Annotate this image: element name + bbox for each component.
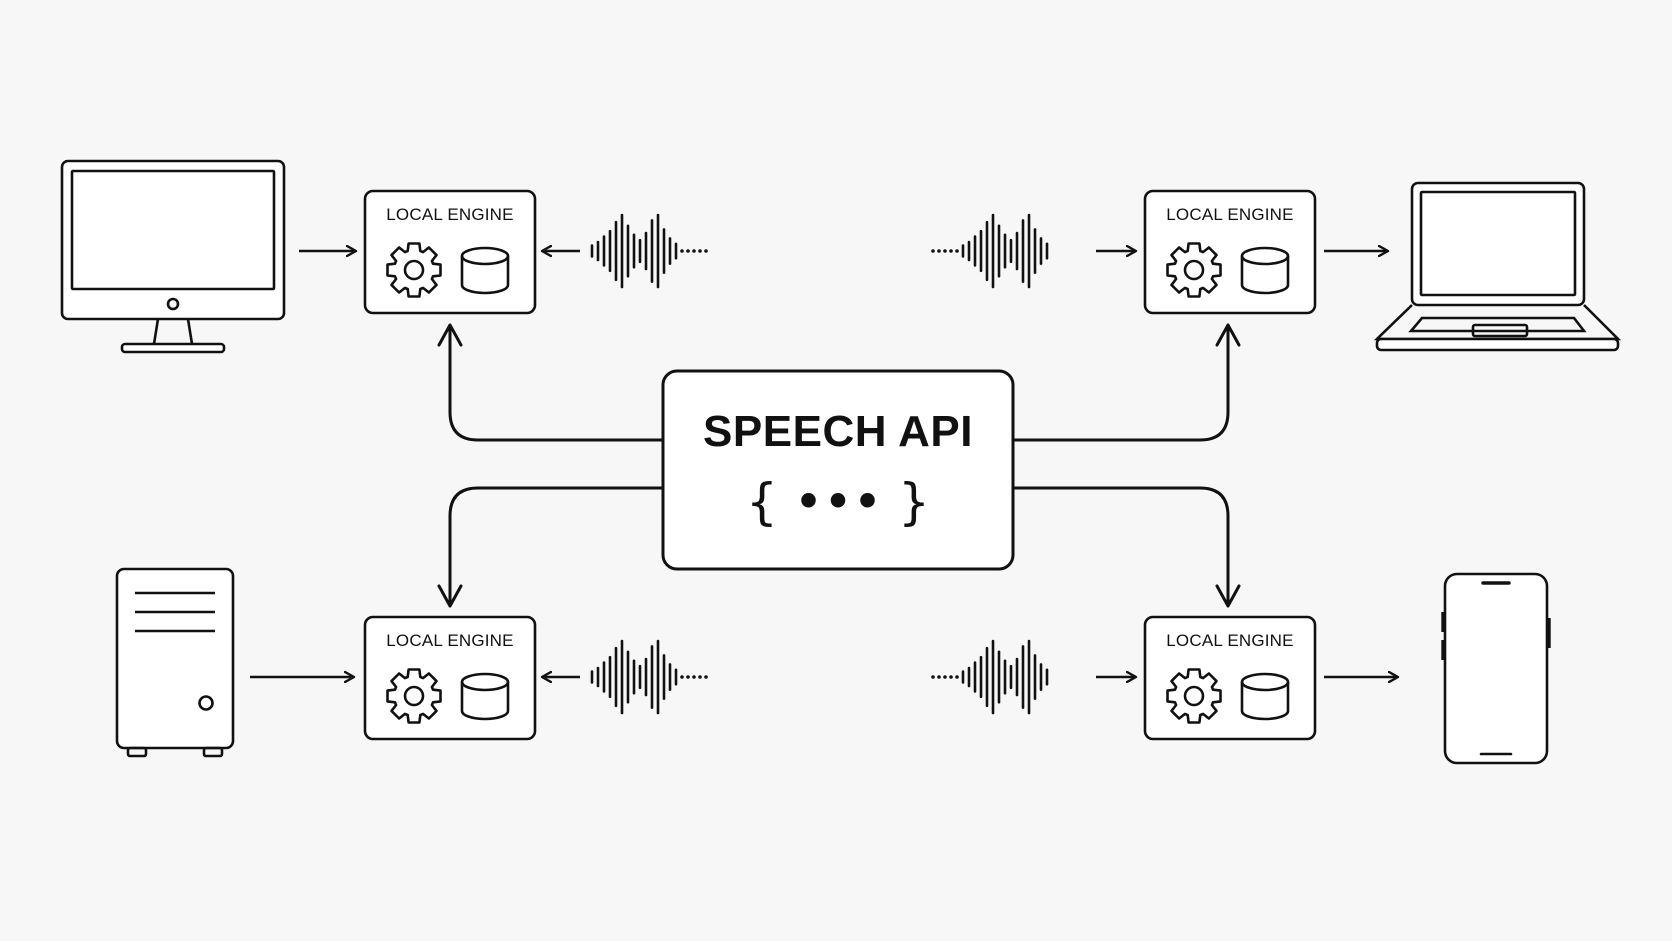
- wave-dot: [686, 249, 690, 253]
- local-engine-top-right: [1143, 189, 1317, 315]
- local-engine-label: LOCAL ENGINE: [1166, 205, 1294, 224]
- local-engine-label: LOCAL ENGINE: [1166, 631, 1294, 650]
- wave-dot: [680, 249, 684, 253]
- wave-dot: [943, 249, 947, 253]
- sound-wave-icon: [590, 639, 708, 715]
- speech-api-title: SPEECH API: [703, 407, 973, 456]
- wave-dot: [686, 675, 690, 679]
- gear-icon: [1166, 668, 1222, 724]
- connector-api-bottom-right: [1013, 486, 1241, 608]
- local-engine-label: LOCAL ENGINE: [386, 631, 514, 650]
- engine-box: [363, 189, 537, 315]
- wave-dot: [704, 675, 708, 679]
- code-braces-icon: { ••• }: [746, 473, 930, 531]
- gear-icon: [386, 668, 442, 724]
- engine-box: [363, 615, 537, 741]
- wave-dot: [680, 675, 684, 679]
- engine-box: [1143, 189, 1317, 315]
- server-tower-icon: [115, 567, 235, 758]
- wave-dot: [931, 249, 935, 253]
- engine-box: [1143, 615, 1317, 741]
- sound-wave-icon: [931, 639, 1049, 715]
- wave-dot: [937, 675, 941, 679]
- wave-dot: [704, 249, 708, 253]
- local-engine-label: LOCAL ENGINE: [386, 205, 514, 224]
- database-icon: [460, 672, 510, 721]
- local-engine-top-left: [363, 189, 537, 315]
- local-engine-bottom-left: [363, 615, 537, 741]
- wave-dot: [931, 675, 935, 679]
- wave-dot: [955, 249, 959, 253]
- wave-dot: [698, 675, 702, 679]
- speech-api-box: [661, 369, 1015, 571]
- wave-dot: [949, 675, 953, 679]
- wave-dot: [937, 249, 941, 253]
- connector-api-top-left: [437, 323, 663, 442]
- wave-dot: [692, 249, 696, 253]
- wave-dot: [949, 249, 953, 253]
- connector-api-top-right: [1013, 323, 1241, 442]
- database-icon: [460, 246, 510, 295]
- wave-dot: [698, 249, 702, 253]
- wave-dot: [692, 675, 696, 679]
- smartphone-icon: [1441, 572, 1551, 765]
- laptop-icon: [1373, 181, 1622, 352]
- sound-wave-icon: [931, 213, 1049, 289]
- local-engine-bottom-right: [1143, 615, 1317, 741]
- database-icon: [1240, 246, 1290, 295]
- gear-icon: [1166, 242, 1222, 298]
- wave-dot: [943, 675, 947, 679]
- monitor-icon: [60, 159, 286, 354]
- connector-api-bottom-left: [437, 486, 663, 608]
- database-icon: [1240, 672, 1290, 721]
- wave-dot: [955, 675, 959, 679]
- sound-wave-icon: [590, 213, 708, 289]
- gear-icon: [386, 242, 442, 298]
